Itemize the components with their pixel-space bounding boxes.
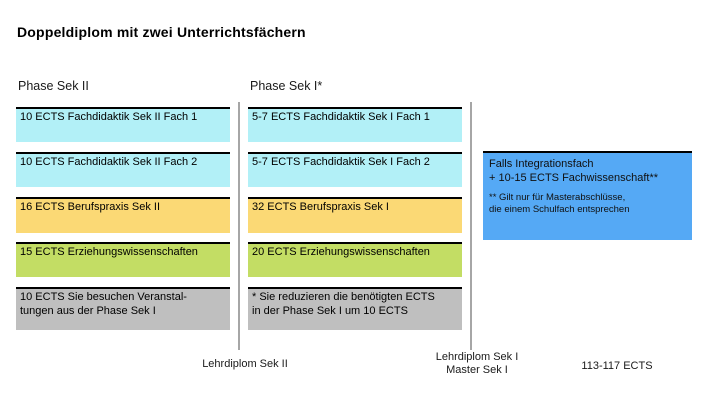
box-sek2-fachdidaktik-fach2: 10 ECTS Fachdidaktik Sek II Fach 2 [16,152,230,187]
box-sek1-ects-reduktion: * Sie reduzieren die benötigten ECTS in … [248,287,462,330]
box-sek2-berufspraxis: 16 ECTS Berufspraxis Sek II [16,197,230,233]
column-header-phase-sek2: Phase Sek II [18,79,89,93]
note-main-text: Falls Integrationsfach + 10-15 ECTS Fach… [489,158,659,184]
diagram-title: Doppeldiplom mit zwei Unterrichtsfächern [17,24,306,40]
box-sek2-fachdidaktik-fach1: 10 ECTS Fachdidaktik Sek II Fach 1 [16,107,230,142]
box-sek1-fachdidaktik-fach2: 5-7 ECTS Fachdidaktik Sek I Fach 2 [248,152,462,187]
box-sek1-erziehungswissenschaften: 20 ECTS Erziehungswissenschaften [248,242,462,277]
divider-sek2-sek1 [238,102,240,350]
footer-lehrdiplom-sek2: Lehrdiplom Sek II [202,358,288,370]
box-sek1-berufspraxis: 32 ECTS Berufspraxis Sek I [248,197,462,233]
column-header-phase-sek1: Phase Sek I* [250,79,323,93]
note-footnote-text: ** Gilt nur für Masterabschlüsse, die ei… [489,192,630,215]
footer-lehrdiplom-sek1: Lehrdiplom Sek I Master Sek I [435,351,519,376]
note-box-integrationsfach: Falls Integrationsfach + 10-15 ECTS Fach… [483,151,692,240]
box-sek2-erziehungswissenschaften: 15 ECTS Erziehungswissenschaften [16,242,230,277]
total-ects-label: 113-117 ECTS [581,360,653,372]
box-sek2-veranstaltungen-sek1: 10 ECTS Sie besuchen Veranstal- tungen a… [16,287,230,330]
divider-sek1-right [470,102,472,350]
box-sek1-fachdidaktik-fach1: 5-7 ECTS Fachdidaktik Sek I Fach 1 [248,107,462,142]
